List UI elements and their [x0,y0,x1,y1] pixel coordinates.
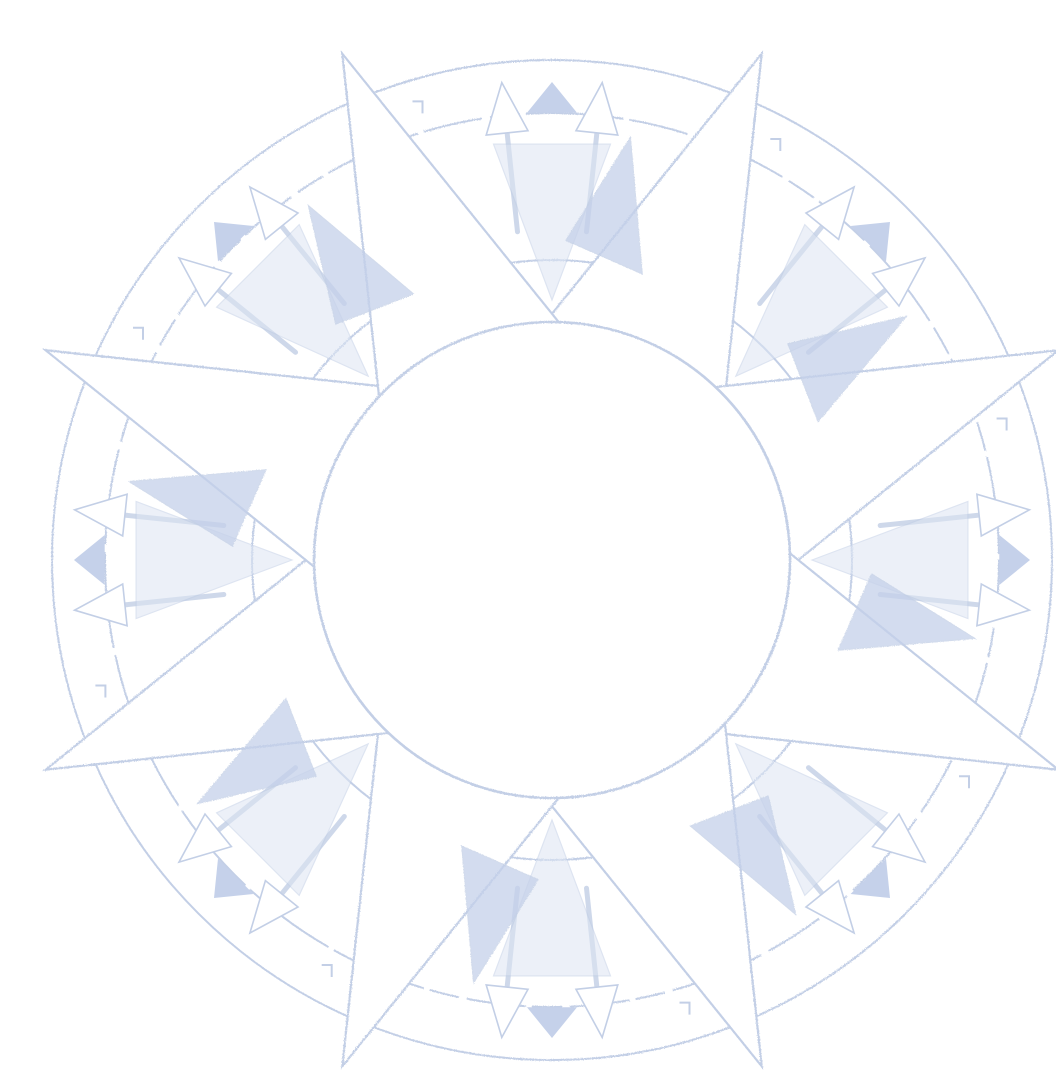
solid-arrowhead [851,859,890,898]
arrow-head [873,814,925,862]
arrow-head [806,187,854,239]
arrow-head [486,83,528,136]
bracket-mark [95,686,105,698]
arrow-head [576,83,618,136]
center-circle [314,322,790,798]
arrow-head [806,881,854,933]
solid-arrowhead [527,1007,577,1038]
arrow-head [977,584,1030,626]
arrow-head [873,258,925,306]
arrow-head [977,494,1030,536]
bracket-mark [413,101,423,113]
solid-arrowhead [214,222,253,261]
arrow-head [179,814,231,862]
arrow-head [486,985,528,1038]
arrow-head [179,258,231,306]
solid-arrowhead [527,82,577,113]
bracket-mark [133,328,143,340]
arrow-head [250,187,298,239]
bracket-mark [959,776,969,788]
solid-arrowhead [74,535,105,585]
arrow-head [75,584,128,626]
bracket-mark [322,965,332,977]
bracket-mark [680,1003,690,1015]
arrow-head [250,881,298,933]
solid-arrowhead [851,222,890,261]
arrow-head [75,494,128,536]
bracket-mark [997,419,1007,431]
solid-arrowhead [214,859,253,898]
arrow-head [576,985,618,1038]
bracket-mark [770,139,780,151]
solid-arrowhead [999,535,1030,585]
center-circle-disc [314,322,790,798]
